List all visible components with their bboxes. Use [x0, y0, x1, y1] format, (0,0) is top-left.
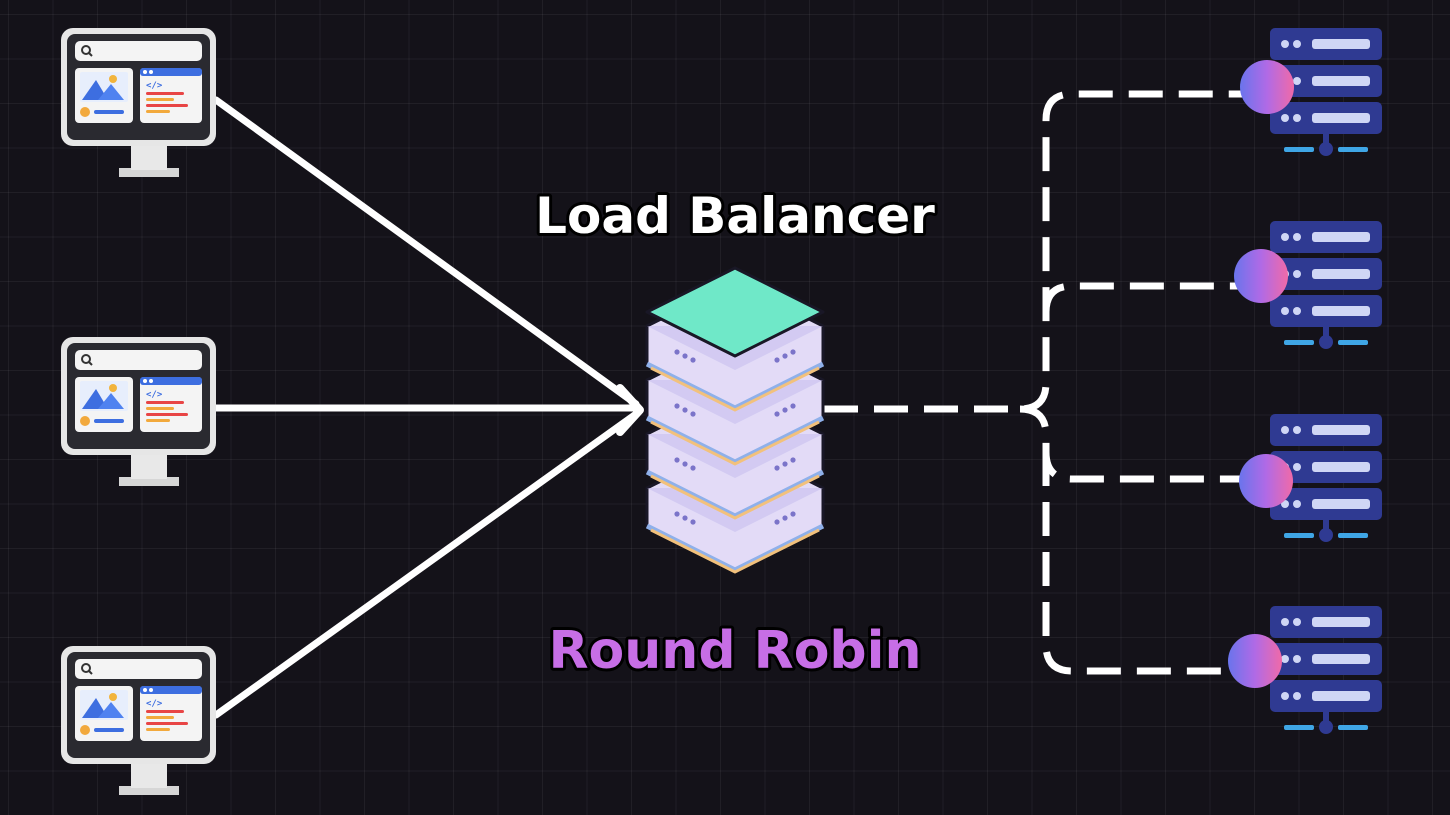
algorithm-label: Round Robin [549, 621, 922, 681]
server-connections [824, 90, 1248, 675]
connection-balancer-trunk [824, 90, 1248, 413]
connection-server-3 [1019, 405, 1248, 483]
connection-server-4 [1042, 452, 1248, 675]
connection-server-2 [1042, 282, 1248, 313]
request-indicators [1228, 60, 1294, 688]
arrowhead [616, 384, 644, 436]
request-indicator-dot [1234, 249, 1288, 303]
client-connections [212, 96, 644, 719]
desktop-browser-icon [60, 336, 217, 487]
servers [1270, 28, 1382, 734]
connection-client-1 [212, 96, 640, 408]
clients [60, 27, 217, 796]
server-stack-icon [647, 266, 823, 572]
connection-client-3 [212, 410, 640, 719]
desktop-browser-icon [60, 27, 217, 178]
server-rack-icon [1270, 606, 1382, 734]
request-indicator-dot [1228, 634, 1282, 688]
request-indicator-dot [1240, 60, 1294, 114]
server-rack-icon [1270, 221, 1382, 349]
diagram-title: Load Balancer [535, 187, 935, 245]
desktop-browser-icon [60, 645, 217, 796]
request-indicator-dot [1239, 454, 1293, 508]
